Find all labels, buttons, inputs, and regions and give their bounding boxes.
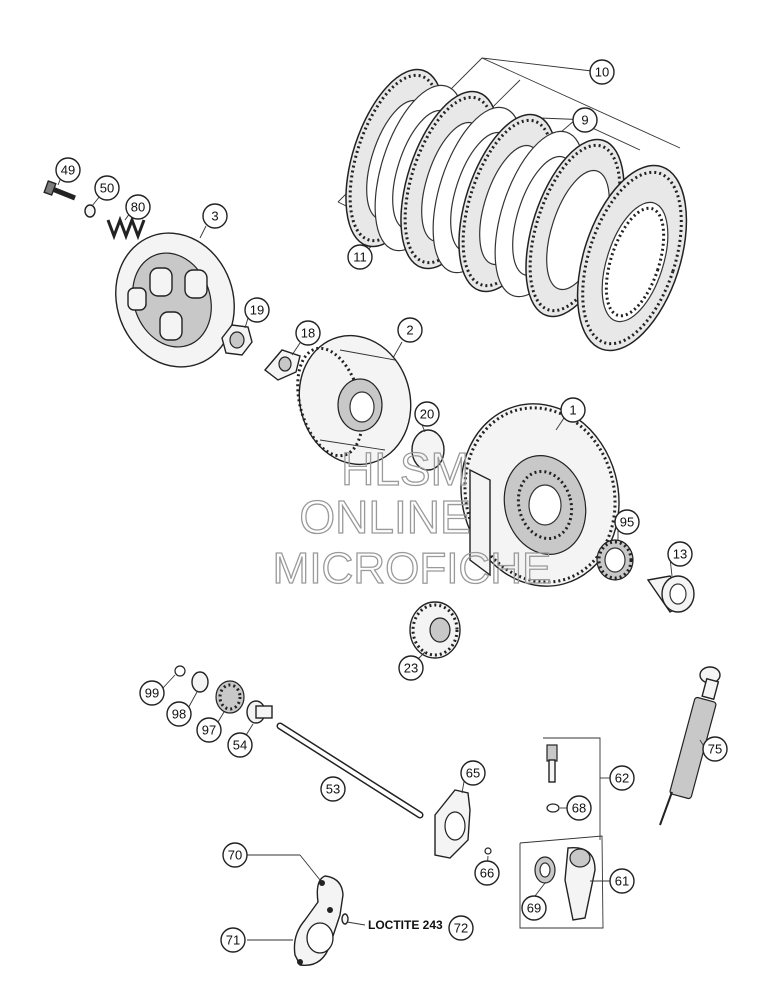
loctite-note: LOCTITE 243 xyxy=(368,918,443,932)
callout-label: 3 xyxy=(211,209,218,224)
watermark: HLSM ONLINE MICROFICHE xyxy=(272,442,552,593)
clutch-plate-stack xyxy=(337,57,688,352)
callout-label: 18 xyxy=(301,326,315,341)
callout-19: 19 xyxy=(244,297,270,323)
pressure-plate xyxy=(115,232,235,368)
callout-label: 68 xyxy=(572,801,586,816)
nut xyxy=(221,324,253,356)
bushing xyxy=(646,575,695,613)
callout-label: 99 xyxy=(145,686,159,701)
callout-label: 9 xyxy=(581,113,588,128)
callout-75: 75 xyxy=(702,736,728,762)
watermark-line-2: ONLINE xyxy=(299,491,470,543)
callout-50: 50 xyxy=(94,175,120,201)
callout-72: 72 xyxy=(448,915,474,941)
callout-54: 54 xyxy=(227,732,253,758)
lock-washer xyxy=(263,349,301,381)
callout-label: 72 xyxy=(454,921,468,936)
callout-label: 69 xyxy=(527,901,541,916)
callout-49: 49 xyxy=(55,157,81,183)
primary-gear xyxy=(409,601,461,659)
callout-97: 97 xyxy=(196,717,222,743)
callout-label: 54 xyxy=(233,738,247,753)
callout-label: 66 xyxy=(480,866,494,881)
callout-53: 53 xyxy=(320,776,346,802)
callout-62: 62 xyxy=(609,765,635,791)
callout-label: 23 xyxy=(404,661,418,676)
circlip xyxy=(174,665,186,677)
callout-13: 13 xyxy=(667,541,693,567)
callout-99: 99 xyxy=(139,680,165,706)
callout-70: 70 xyxy=(222,842,248,868)
callout-69: 69 xyxy=(521,895,547,921)
screw xyxy=(341,913,349,925)
callout-18: 18 xyxy=(295,320,321,346)
bracket-plate xyxy=(293,875,344,967)
slave-cylinder-group xyxy=(519,835,604,929)
axial-bearing xyxy=(215,680,245,714)
clutch-basket xyxy=(460,403,620,587)
callout-label: 49 xyxy=(61,163,75,178)
bolt xyxy=(43,180,76,201)
callout-label: 65 xyxy=(466,766,480,781)
callout-10: 10 xyxy=(589,59,615,85)
callout-65: 65 xyxy=(460,760,486,786)
pressure-piece xyxy=(246,700,273,724)
callout-label: 20 xyxy=(420,407,434,422)
callout-61: 61 xyxy=(609,868,635,894)
callout-label: 95 xyxy=(620,515,634,530)
callout-11: 11 xyxy=(347,244,373,270)
callout-9: 9 xyxy=(572,107,598,133)
washer xyxy=(84,204,96,218)
callout-label: 2 xyxy=(406,323,413,338)
callout-71: 71 xyxy=(220,927,246,953)
friction-plate xyxy=(576,164,688,352)
callout-label: 71 xyxy=(226,933,240,948)
thrust-washer xyxy=(411,429,445,471)
callout-label: 19 xyxy=(250,303,264,318)
callout-label: 11 xyxy=(353,250,367,265)
callout-68: 68 xyxy=(566,795,592,821)
callout-3: 3 xyxy=(202,203,228,229)
watermark-line-3: MICROFICHE xyxy=(273,544,552,593)
callout-label: 53 xyxy=(326,782,340,797)
callout-label: 62 xyxy=(615,771,629,786)
callout-20: 20 xyxy=(414,401,440,427)
callout-label: 97 xyxy=(202,723,216,738)
callout-23: 23 xyxy=(398,655,424,681)
callout-label: 1 xyxy=(569,403,576,418)
callout-label: 80 xyxy=(131,200,145,215)
callout-label: 98 xyxy=(172,707,186,722)
callout-80: 80 xyxy=(125,194,151,220)
callout-2: 2 xyxy=(397,317,423,343)
inner-clutch-hub xyxy=(296,334,412,466)
callout-95: 95 xyxy=(614,509,640,535)
spring xyxy=(106,215,146,241)
needle-bearing xyxy=(596,539,634,581)
callout-98: 98 xyxy=(166,701,192,727)
bleed-screw-group xyxy=(543,737,610,840)
callout-label: 13 xyxy=(673,547,687,562)
callout-66: 66 xyxy=(474,860,500,886)
callout-label: 10 xyxy=(595,65,609,80)
dowel xyxy=(484,847,492,855)
callout-label: 70 xyxy=(228,848,242,863)
callout-label: 61 xyxy=(615,874,629,889)
callout-label: 75 xyxy=(708,742,722,757)
callout-1: 1 xyxy=(560,397,586,423)
washer xyxy=(191,671,209,693)
watermark-line-1: HLSM xyxy=(341,443,469,495)
callout-label: 50 xyxy=(100,181,114,196)
gasket xyxy=(434,789,471,859)
